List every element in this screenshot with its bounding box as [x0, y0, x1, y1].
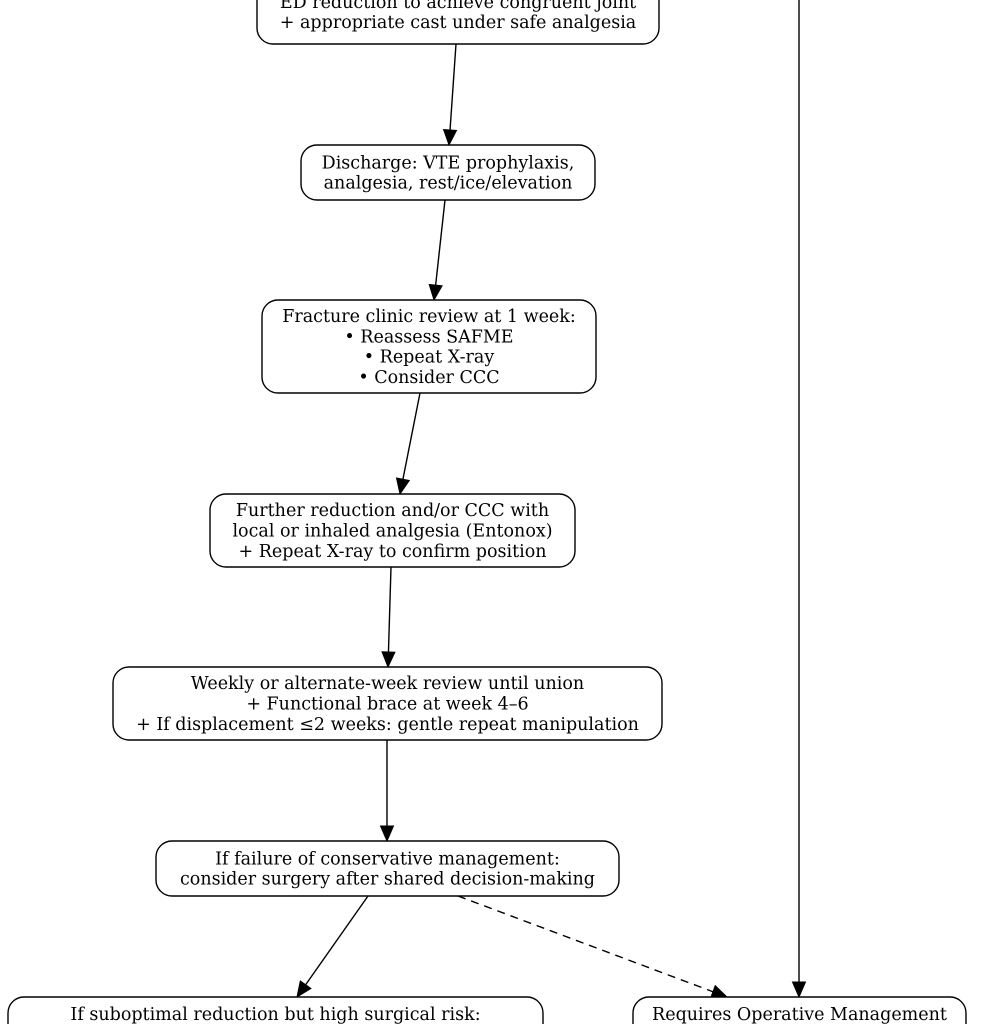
- arrowhead-icon: [442, 129, 458, 147]
- node-failure: If failure of conservative management:co…: [155, 840, 620, 897]
- edge-further-reduction-to-weekly-review: [381, 566, 396, 669]
- node-box: [209, 493, 576, 568]
- node-text-line: Requires Operative Management: [652, 1005, 947, 1024]
- node-ed-reduction: ED reduction to achieve congruent joint+…: [256, 0, 660, 45]
- node-text-line: local or inhaled analgesia (Entonox): [232, 522, 552, 542]
- arrowhead-icon: [381, 651, 396, 669]
- arrowhead-icon: [428, 283, 443, 302]
- node-text-line: If suboptimal reduction but high surgica…: [70, 1005, 480, 1024]
- node-box: [632, 996, 967, 1024]
- arrowhead-icon: [296, 980, 312, 999]
- edge-line: [305, 895, 369, 986]
- node-text-line: • Consider CCC: [358, 368, 499, 388]
- node-text-line: If failure of conservative management:: [215, 849, 560, 869]
- node-text-line: Further reduction and/or CCC with: [236, 501, 549, 521]
- node-box: [7, 996, 544, 1024]
- node-text-line: ED reduction to achieve congruent joint: [280, 0, 636, 13]
- edge-failure-to-suboptimal: [296, 895, 369, 999]
- node-text-line: • Repeat X-ray: [364, 348, 495, 368]
- flowchart-edges: [296, 0, 807, 999]
- node-fracture-clinic: Fracture clinic review at 1 week:• Reass…: [261, 299, 597, 394]
- node-text-line: Discharge: VTE prophylaxis,: [322, 153, 575, 173]
- arrowhead-icon: [791, 981, 807, 999]
- edge-weekly-review-to-failure: [379, 740, 395, 843]
- edge-discharge-to-fracture-clinic: [428, 199, 446, 302]
- node-text-line: consider surgery after shared decision-m…: [180, 870, 595, 890]
- flowchart-nodes: ED reduction to achieve congruent joint+…: [7, 0, 967, 1024]
- edge-line: [457, 895, 714, 993]
- edge-ed-reduction-to-discharge: [442, 43, 458, 147]
- arrowhead-icon: [395, 477, 411, 496]
- node-text-line: + appropriate cast under safe analgesia: [280, 13, 636, 33]
- node-box: [300, 144, 596, 201]
- edge-line: [402, 392, 421, 480]
- arrowhead-icon: [709, 984, 729, 999]
- node-box: [112, 666, 663, 741]
- node-discharge: Discharge: VTE prophylaxis,analgesia, re…: [300, 144, 596, 201]
- node-weekly-review: Weekly or alternate-week review until un…: [112, 666, 663, 741]
- node-text-line: + If displacement ≤2 weeks: gentle repea…: [136, 715, 639, 735]
- node-text-line: Fracture clinic review at 1 week:: [282, 307, 576, 327]
- node-text-line: + Repeat X-ray to confirm position: [238, 542, 546, 562]
- node-operative: Requires Operative Management: [632, 996, 967, 1024]
- node-box: [155, 840, 620, 897]
- node-text-line: Weekly or alternate-week review until un…: [191, 674, 584, 694]
- edge-offscreen-top-to-operative: [791, 0, 807, 999]
- edge-fracture-clinic-to-further-reduction: [395, 392, 421, 496]
- edge-line: [434, 199, 446, 286]
- node-text-line: analgesia, rest/ice/elevation: [324, 174, 573, 194]
- edge-failure-to-operative: [457, 895, 729, 999]
- node-box: [261, 299, 597, 394]
- node-text-line: + Functional brace at week 4–6: [246, 695, 528, 715]
- edge-line: [387, 566, 392, 653]
- node-suboptimal: If suboptimal reduction but high surgica…: [7, 996, 544, 1024]
- arrowhead-icon: [379, 825, 395, 843]
- edge-line: [449, 43, 457, 131]
- node-text-line: • Reassess SAFME: [344, 327, 513, 347]
- node-box: [256, 0, 660, 45]
